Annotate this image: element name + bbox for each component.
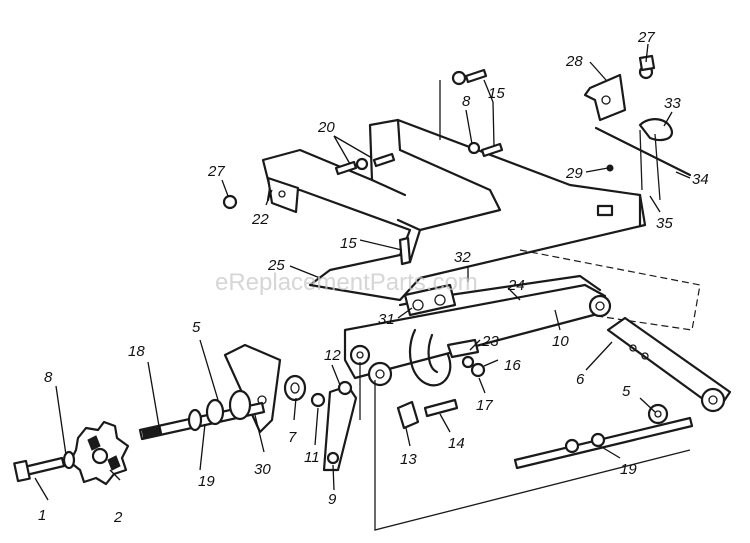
callout-8: 8 — [44, 369, 53, 386]
watermark: eReplacementParts.com — [215, 269, 478, 296]
callout-22: 22 — [251, 211, 269, 228]
bracket-hardware — [446, 338, 486, 378]
callout-15: 15 — [488, 85, 505, 102]
callout-25: 25 — [267, 257, 285, 274]
callout-24: 24 — [507, 277, 525, 294]
callout-5: 5 — [192, 319, 201, 336]
callout-14: 14 — [448, 435, 465, 452]
alignment-guides — [359, 80, 691, 531]
callout-5: 5 — [622, 383, 631, 400]
main-frame — [261, 118, 647, 302]
callout-23: 23 — [481, 333, 499, 350]
callout-numbers: 1 2 5 5 6 7 8 8 9 10 11 12 13 14 15 15 1… — [38, 29, 709, 526]
gear-part-2 — [68, 420, 130, 486]
callout-35: 35 — [656, 215, 673, 232]
callout-34: 34 — [692, 171, 709, 188]
callout-16: 16 — [504, 357, 521, 374]
callout-32: 32 — [454, 249, 471, 266]
callout-8: 8 — [462, 93, 471, 110]
callout-15: 15 — [340, 235, 357, 252]
callout-30: 30 — [254, 461, 271, 478]
callout-10: 10 — [552, 333, 569, 350]
shaft-part-19-right — [513, 403, 694, 470]
shaft-part-18 — [138, 389, 266, 441]
link-part-9 — [310, 380, 358, 472]
lever-part-33 — [594, 118, 692, 201]
callout-29: 29 — [565, 165, 583, 182]
bracket-part-28 — [583, 54, 656, 122]
callout-7: 7 — [288, 429, 297, 446]
callout-19: 19 — [198, 473, 215, 490]
arm-part-6 — [606, 316, 732, 413]
bolt-part-1 — [13, 450, 76, 483]
callout-28: 28 — [565, 53, 583, 70]
upper-fasteners — [222, 68, 504, 266]
callout-13: 13 — [400, 451, 417, 468]
bushing-part-7 — [283, 374, 307, 402]
callout-2: 2 — [113, 509, 123, 526]
callout-11: 11 — [304, 449, 320, 466]
callout-1: 1 — [38, 507, 46, 524]
callout-9: 9 — [328, 491, 337, 508]
callout-33: 33 — [664, 95, 681, 112]
leader-lines — [34, 43, 691, 501]
callout-20: 20 — [317, 119, 335, 136]
callout-27: 27 — [207, 163, 225, 180]
callout-6: 6 — [576, 371, 585, 388]
callout-17: 17 — [476, 397, 493, 414]
callout-19: 19 — [620, 461, 637, 478]
callout-12: 12 — [324, 347, 341, 364]
callout-18: 18 — [128, 343, 145, 360]
pivot-part-13 — [396, 398, 459, 430]
callout-31: 31 — [378, 311, 395, 328]
callout-27: 27 — [637, 29, 655, 46]
